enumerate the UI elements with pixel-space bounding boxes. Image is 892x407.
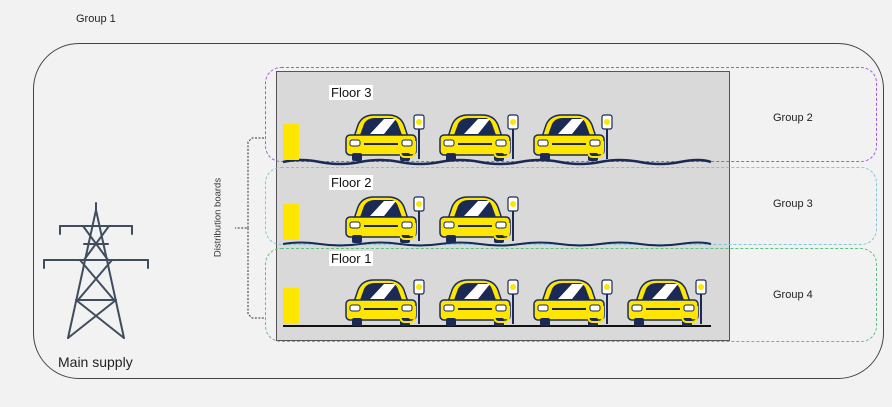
floor-3-line [282, 158, 712, 166]
distribution-board-floor-1 [283, 288, 299, 324]
group-1-label: Group 1 [76, 13, 116, 25]
group-2-label: Group 2 [773, 112, 813, 124]
floor-2-line [282, 241, 712, 247]
floor-3-label: Floor 3 [329, 85, 374, 100]
group-4-boundary [265, 248, 877, 342]
floor-1-label: Floor 1 [329, 251, 374, 266]
group-1-boundary [33, 43, 884, 379]
distribution-bracket [235, 137, 264, 319]
distribution-board-floor-2 [283, 204, 299, 240]
group-2-boundary [265, 67, 877, 162]
group-3-label: Group 3 [773, 198, 813, 210]
group-4-label: Group 4 [773, 289, 813, 301]
main-supply-label: Main supply [58, 354, 133, 370]
floor-2-label: Floor 2 [329, 175, 374, 190]
distribution-board-floor-3 [283, 124, 299, 160]
